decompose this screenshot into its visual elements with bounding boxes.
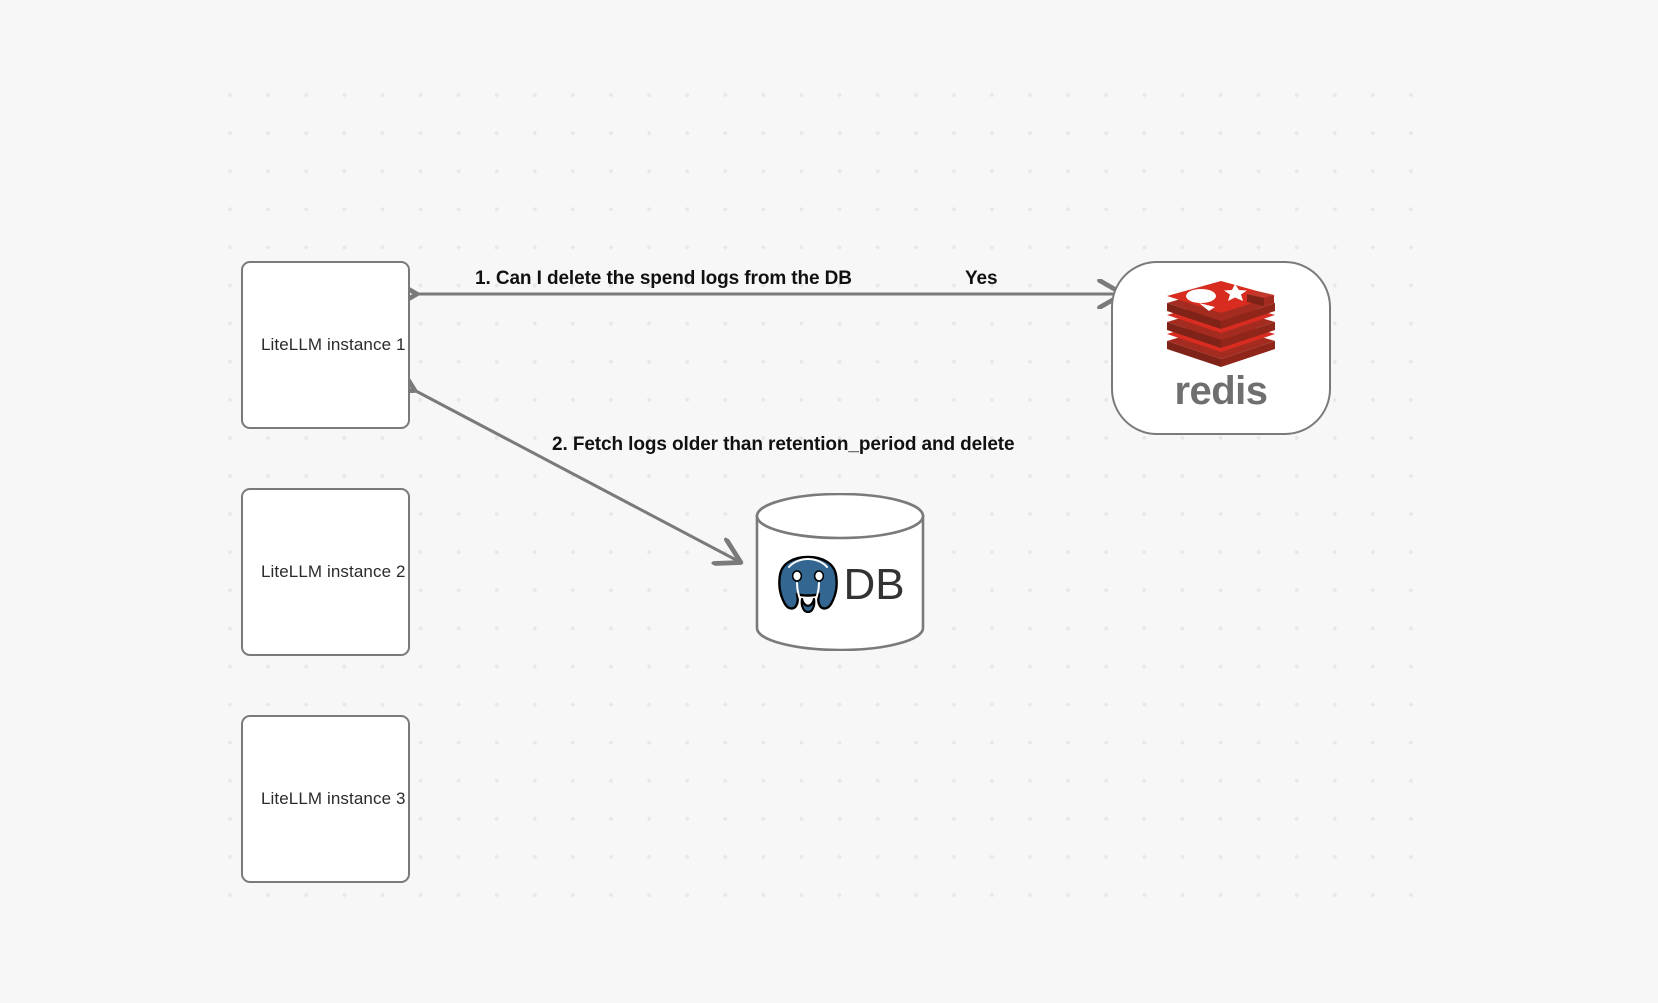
node-database[interactable]: DB bbox=[754, 493, 926, 651]
node-label: LiteLLM instance 2 bbox=[261, 561, 406, 581]
edge-litellm1-db bbox=[414, 390, 740, 562]
cylinder-shape bbox=[755, 493, 925, 651]
edge-label-step-1-reply: Yes bbox=[965, 268, 998, 289]
edge-label-step-1: 1. Can I delete the spend logs from the … bbox=[475, 268, 852, 289]
node-label: LiteLLM instance 1 bbox=[261, 334, 406, 354]
node-litellm-instance-1[interactable]: LiteLLM instance 1 bbox=[241, 261, 410, 429]
node-redis[interactable]: redis bbox=[1111, 261, 1331, 435]
db-label: DB bbox=[843, 560, 905, 609]
node-litellm-instance-2[interactable]: LiteLLM instance 2 bbox=[241, 488, 410, 656]
redis-logo-icon bbox=[1167, 281, 1275, 367]
edge-label-step-2: 2. Fetch logs older than retention_perio… bbox=[552, 434, 1015, 455]
redis-wordmark-label: redis bbox=[1174, 369, 1268, 413]
node-label: LiteLLM instance 3 bbox=[261, 788, 406, 808]
node-litellm-instance-3[interactable]: LiteLLM instance 3 bbox=[241, 715, 410, 883]
postgresql-elephant-icon bbox=[778, 555, 839, 614]
